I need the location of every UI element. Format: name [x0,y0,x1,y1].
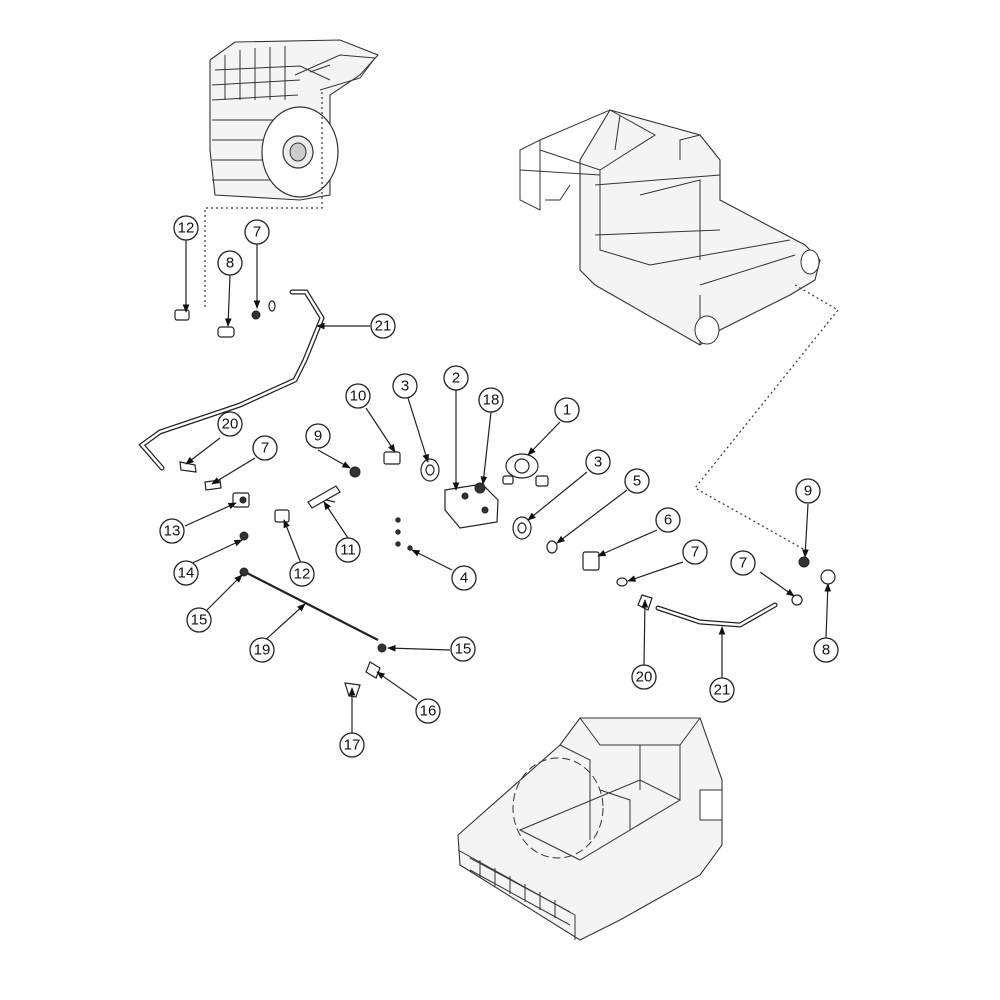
drum-assembly-illustration [204,39,379,308]
callout-17: 17 [339,732,365,758]
callout-12-top: 12 [173,215,199,241]
svg-text:3: 3 [594,454,602,471]
svg-text:21: 21 [375,318,392,335]
svg-text:8: 8 [226,255,234,272]
svg-text:20: 20 [636,669,653,686]
callout-7-left: 7 [252,435,278,461]
callout-6: 6 [655,507,681,533]
callout-16: 16 [415,698,441,724]
svg-text:17: 17 [344,737,361,754]
svg-text:12: 12 [178,220,195,237]
callout-21-lower: 21 [709,677,735,703]
callout-18: 18 [478,387,504,413]
callout-20-left: 20 [217,411,243,437]
fitting-icon [174,300,836,698]
callout-7-top: 7 [244,219,270,245]
callout-7-lower: 7 [682,539,708,565]
arrow-head-icon [182,240,832,733]
callout-5: 5 [624,468,650,494]
svg-text:5: 5 [633,473,641,490]
svg-text:13: 13 [164,523,181,540]
callout-12-mid: 12 [289,561,315,587]
svg-text:11: 11 [340,542,356,559]
svg-text:7: 7 [253,224,261,241]
svg-text:7: 7 [739,555,747,572]
svg-text:15: 15 [455,641,472,658]
svg-text:7: 7 [691,544,699,561]
svg-text:9: 9 [314,428,322,445]
svg-text:10: 10 [350,388,367,405]
svg-text:2: 2 [452,370,460,387]
svg-text:4: 4 [460,570,468,587]
svg-text:21: 21 [714,682,731,699]
svg-text:1: 1 [563,402,571,419]
callout-10: 10 [345,383,371,409]
svg-text:19: 19 [254,642,271,659]
callout-8-top: 8 [217,250,243,276]
svg-text:8: 8 [822,642,830,659]
callout-3-upper: 3 [392,373,418,399]
svg-text:6: 6 [664,512,672,529]
svg-text:20: 20 [222,416,239,433]
callout-7-right: 7 [730,550,756,576]
svg-text:18: 18 [483,392,500,409]
callout-11: 11 [335,537,361,563]
frame-assembly-illustration [519,109,839,551]
callout-2: 2 [443,365,469,391]
callout-9-right: 9 [795,478,821,504]
chassis-illustration [457,717,723,941]
callout-19: 19 [249,637,275,663]
callout-14: 14 [173,560,199,586]
svg-text:9: 9 [804,483,812,500]
svg-text:16: 16 [420,703,437,720]
svg-text:14: 14 [178,565,195,582]
svg-text:3: 3 [401,378,409,395]
callout-13: 13 [159,518,185,544]
svg-text:15: 15 [191,612,208,629]
callout-9-left: 9 [305,423,331,449]
callout-8-right: 8 [813,637,839,663]
callout-15-right: 15 [450,636,476,662]
callout-4: 4 [451,565,477,591]
callout-3-lower: 3 [585,449,611,475]
callout-1: 1 [554,397,580,423]
callout-20-lower: 20 [631,664,657,690]
callout-21-top: 21 [370,313,396,339]
svg-text:12: 12 [294,566,311,583]
adjust-rod [244,571,379,641]
callout-15-left: 15 [186,607,212,633]
svg-text:7: 7 [261,440,269,457]
